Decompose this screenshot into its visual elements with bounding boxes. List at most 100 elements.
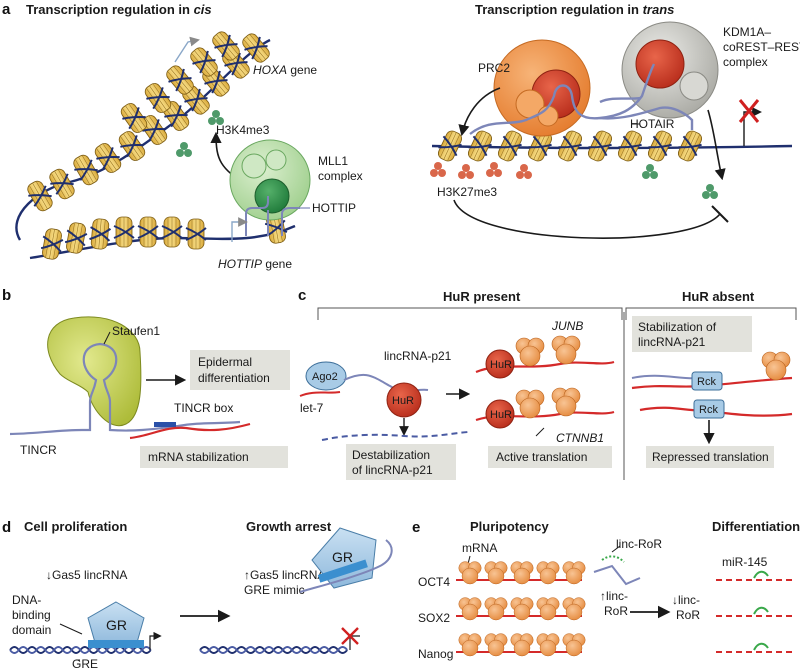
panel-d: d Cell proliferation Growth arrest ↓Gas5…	[2, 519, 393, 670]
down-lincror-label-2: RoR	[676, 608, 700, 622]
svg-text:HOXA gene: HOXA gene	[253, 63, 317, 77]
hur-label: HuR	[392, 395, 414, 407]
prc2-to-chromatin-arrow	[458, 87, 501, 137]
panel-c-letter: c	[298, 287, 306, 304]
panel-b-letter: b	[2, 287, 11, 304]
hottip-rna	[245, 196, 300, 236]
hur-present-bracket	[317, 307, 623, 320]
prolif-tss-arrow	[149, 631, 162, 650]
hoxa-gene-italic: HOXA	[253, 63, 287, 77]
hotair-rna	[469, 63, 694, 135]
epidermal-label-1: Epidermal	[198, 355, 252, 369]
epidermal-box	[190, 350, 290, 390]
let7-label: let-7	[300, 401, 324, 415]
ago2-label: Ago2	[312, 371, 338, 383]
ctnnb1-mrna	[475, 387, 615, 429]
oct4-label: OCT4	[418, 575, 450, 589]
dna-binding-label-1: DNA-	[12, 593, 41, 607]
svg-text:Transcription regulation in ci: Transcription regulation in cis	[26, 2, 212, 17]
panel-d-letter: d	[2, 519, 11, 536]
kdm1a-complex	[621, 21, 719, 119]
diff-mrna-1	[716, 570, 796, 581]
target-mrna	[129, 422, 251, 440]
linc-ror-rna	[593, 555, 641, 586]
hottip-gene-italic: HOTTIP	[218, 257, 262, 271]
trans-nucleosomes	[433, 127, 707, 165]
active-translation-label: Active translation	[496, 450, 587, 464]
panel-e: e Pluripotency Differentiation mRNA OCT4…	[412, 519, 800, 661]
junb-mrna	[475, 335, 615, 379]
gas5-down-label: ↓Gas5 lincRNA	[46, 568, 127, 582]
panel-a-trans: Transcription regulation in trans H3K27m…	[430, 2, 800, 239]
cis-nucleosomes-lower	[38, 210, 290, 262]
cis-title: Transcription regulation in	[26, 2, 194, 17]
prc2-label: PRC2	[478, 61, 510, 75]
inhibition-loop	[453, 199, 721, 239]
linc-ror-label: linc-RoR	[616, 537, 662, 551]
repressed-translation-label: Repressed translation	[652, 450, 769, 464]
up-lincror-label-1: ↑linc-	[600, 589, 628, 603]
sox2-mrna	[456, 597, 586, 621]
hur-junb-label: HuR	[490, 359, 512, 371]
mll1-label-2: complex	[318, 169, 363, 183]
repressed-translation-box	[646, 446, 774, 468]
h3k27me3-marks	[430, 162, 532, 179]
tincr-label: TINCR	[20, 443, 57, 457]
mrna-stabilization-box	[140, 446, 288, 468]
gr-blocked-cross-icon	[341, 627, 359, 645]
gas5-up-label: ↑Gas5 lincRNA	[244, 568, 325, 582]
degraded-lincrna	[321, 431, 469, 441]
hottip-tss-arrow	[231, 217, 248, 242]
repressed-cross-icon	[738, 99, 760, 123]
gr-dna-binding-domain	[88, 640, 144, 648]
hotair-label: HOTAIR	[630, 117, 675, 131]
trans-title: Transcription regulation in	[475, 2, 643, 17]
mir145-label: miR-145	[722, 555, 768, 569]
nanog-label: Nanog	[418, 647, 453, 661]
active-translation-box	[488, 446, 612, 468]
mll1-label-1: MLL1	[318, 154, 348, 168]
rck-complex-2	[639, 399, 793, 419]
epidermal-label-2: differentiation	[198, 371, 270, 385]
gr-label: GR	[106, 617, 127, 633]
h3k27me3-label: H3K27me3	[437, 185, 497, 199]
down-lincror-label-1: ↓linc-	[672, 593, 700, 607]
let7-mirna	[299, 391, 341, 397]
prc2-complex	[493, 39, 591, 137]
staufen1-label: Staufen1	[112, 324, 160, 338]
rck-label-1: Rck	[697, 376, 716, 388]
arrest-dna-helix	[199, 646, 349, 654]
pluripotency-title: Pluripotency	[470, 519, 550, 534]
rck-complex-1	[631, 351, 793, 391]
staufen1-protein	[47, 316, 142, 427]
mll1-complex	[229, 139, 311, 221]
cis-title-italic: cis	[194, 2, 212, 17]
up-lincror-label-2: RoR	[604, 604, 628, 618]
kdm-to-chromatin-arrow	[707, 109, 726, 181]
differentiation-title: Differentiation	[712, 519, 800, 534]
trans-title-italic: trans	[643, 2, 675, 17]
hur-ctnnb1-label: HuR	[490, 409, 512, 421]
hur-absent-title: HuR absent	[682, 289, 755, 304]
kdm-label-3: complex	[723, 55, 768, 69]
gre-mimic-label: GRE mimic	[244, 583, 305, 597]
rck-label-2: Rck	[699, 404, 718, 416]
panel-c: c HuR present HuR absent Ago2 let-7 linc…	[298, 287, 797, 480]
hoxa-gene-label: gene	[287, 63, 317, 77]
diff-mrna-2	[716, 606, 796, 617]
oct4-mrna	[456, 561, 586, 585]
mrna-stabilization-label: mRNA stabilization	[148, 450, 249, 464]
ctnnb1-label: CTNNB1	[556, 431, 604, 445]
destab-box	[346, 444, 456, 480]
cis-tss-arrow-top	[174, 36, 200, 63]
sox2-label: SOX2	[418, 611, 450, 625]
destab-label-1: Destabilization	[352, 448, 430, 462]
hur-absent-bracket	[625, 307, 797, 320]
tincr-box-mark	[154, 422, 176, 427]
panel-b: b Staufen1 Epidermal differentiation TIN…	[2, 287, 290, 468]
tincr-rna	[9, 342, 241, 436]
gr-arrest-label: GR	[332, 549, 353, 565]
panel-e-letter: e	[412, 519, 420, 536]
tincr-box-label: TINCR box	[174, 401, 233, 415]
kdm-label-1: KDM1A–	[723, 25, 771, 39]
